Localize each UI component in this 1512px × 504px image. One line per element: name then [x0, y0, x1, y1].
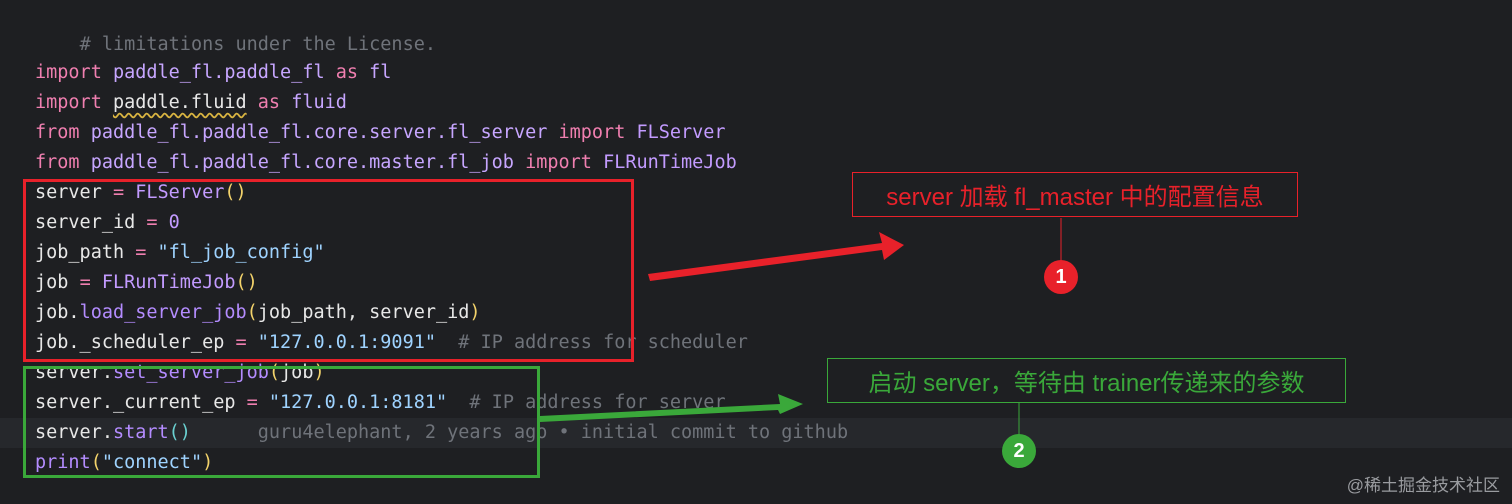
variable: job._scheduler_ep [35, 332, 225, 353]
method-name: load_server_job [79, 302, 247, 323]
keyword: from [35, 152, 80, 173]
code-line-server-id[interactable]: server_id = 0 [35, 208, 180, 238]
parens: () [235, 272, 258, 293]
code-line-job-path[interactable]: job_path = "fl_job_config" [35, 238, 325, 268]
parens-matched: () [168, 422, 191, 443]
class-name: FLServer [636, 122, 726, 143]
variable: server [35, 182, 102, 203]
alias: fluid [291, 92, 347, 113]
module-name-warning: paddle.fluid [112, 92, 247, 113]
arguments: job_path, server_id [257, 302, 470, 323]
comment: # limitations under the License. [79, 34, 436, 55]
operator: = [246, 392, 258, 413]
method-name: start [112, 422, 169, 443]
class-name: FLRunTimeJob [101, 272, 236, 293]
green-annotation-label: 启动 server，等待由 trainer传递来的参数 [827, 358, 1346, 403]
red-annotation-label: server 加载 fl_master 中的配置信息 [852, 172, 1298, 217]
operator: = [135, 242, 147, 263]
keyword: as [335, 62, 359, 83]
operator: = [112, 182, 125, 203]
variable: job_path [35, 242, 125, 263]
keyword: as [257, 92, 281, 113]
parens: () [224, 182, 247, 203]
code-line-import-fluid[interactable]: import paddle.fluid as fluid [35, 88, 347, 118]
variable: server_id [35, 212, 136, 233]
module-name: paddle_fl.paddle_fl.core.server.fl_serve… [90, 122, 548, 143]
code-line-comment[interactable]: # limitations under the License. [35, 0, 436, 55]
operator: = [146, 212, 158, 233]
string: "127.0.0.1:8181" [268, 392, 448, 413]
module-name: paddle_fl.paddle_fl [112, 62, 325, 83]
operator: = [79, 272, 91, 293]
step-2-badge: 2 [1002, 434, 1036, 468]
string: "127.0.0.1:9091" [257, 332, 436, 353]
code-line-from-fl-server[interactable]: from paddle_fl.paddle_fl.core.server.fl_… [35, 118, 726, 148]
string: "connect" [101, 452, 203, 473]
keyword: import [35, 62, 102, 83]
operator: = [235, 332, 247, 353]
watermark: @稀土掘金技术社区 [1346, 476, 1500, 495]
red-highlight-box [23, 179, 634, 362]
code-line-server[interactable]: server = FLServer() [35, 178, 247, 208]
keyword: import [558, 122, 626, 143]
code-line-from-fl-job[interactable]: from paddle_fl.paddle_fl.core.master.fl_… [35, 148, 737, 178]
number: 0 [168, 212, 180, 233]
code-line-job[interactable]: job = FLRunTimeJob() [35, 268, 258, 298]
comment: # IP address for scheduler [458, 332, 748, 353]
function-name: print [35, 452, 91, 473]
keyword: import [35, 92, 102, 113]
string: "fl_job_config" [157, 242, 325, 263]
class-name: FLRunTimeJob [603, 152, 737, 173]
git-blame-annotation: guru4elephant, 2 years ago • initial com… [257, 422, 849, 443]
variable: server._current_ep [35, 392, 236, 413]
green-highlight-box [23, 366, 540, 478]
object: server. [35, 422, 113, 443]
keyword: import [525, 152, 592, 173]
keyword: from [35, 122, 80, 143]
code-line-server-start-current[interactable]: server.start() guru4elephant, 2 years ag… [0, 418, 1512, 448]
step-1-badge: 1 [1044, 260, 1078, 294]
code-line-import-paddle-fl[interactable]: import paddle_fl.paddle_fl as fl [35, 58, 391, 88]
code-line-scheduler-ep[interactable]: job._scheduler_ep = "127.0.0.1:9091" # I… [35, 328, 748, 358]
object: job. [35, 302, 80, 323]
code-line-load-server-job[interactable]: job.load_server_job(job_path, server_id) [35, 302, 481, 323]
alias: fl [369, 62, 392, 83]
module-name: paddle_fl.paddle_fl.core.master.fl_job [90, 152, 514, 173]
code-line-print[interactable]: print("connect") [35, 452, 214, 473]
class-name: FLServer [135, 182, 225, 203]
variable: job [35, 272, 69, 293]
